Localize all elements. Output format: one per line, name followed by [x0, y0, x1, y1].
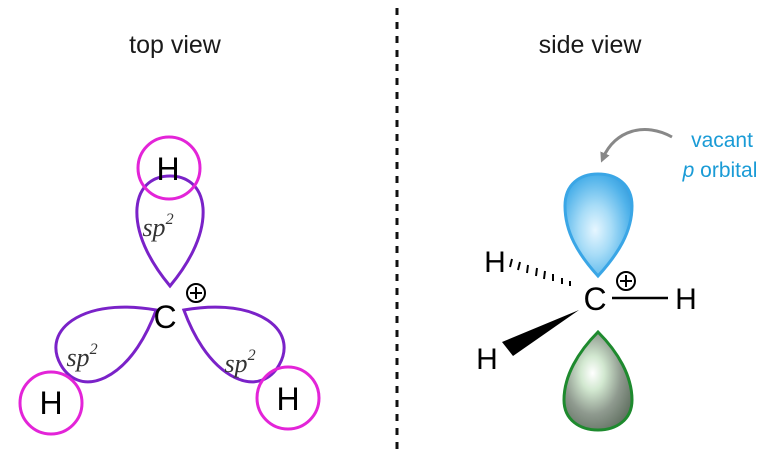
- side-view-carbon: C: [583, 281, 606, 317]
- pointer-arrow-icon: [600, 128, 673, 163]
- top-view-h-top: H: [156, 151, 179, 187]
- h-circle-top: [136, 135, 202, 201]
- p-orbital-upper-lobe: [563, 172, 634, 279]
- top-view-title: top view: [129, 31, 222, 59]
- h-circle-lower-left: [18, 370, 84, 436]
- hashed-bond: [509, 258, 571, 286]
- side-view-h-lower-left: H: [476, 343, 498, 376]
- sp2-orbital-lower-left: [54, 305, 159, 384]
- top-view-plus-charge-icon: [186, 283, 206, 303]
- sp2-label-lower-right: sp2: [224, 347, 255, 378]
- top-view-h-lower-left: H: [39, 385, 62, 421]
- top-view-carbon: C: [153, 299, 176, 335]
- wedge-bond: [502, 310, 579, 356]
- sp2-label-top: sp2: [142, 211, 173, 242]
- sp2-label-lower-left: sp2: [66, 341, 97, 372]
- sp2-orbital-top: [135, 174, 205, 289]
- side-view-title: side view: [539, 31, 643, 59]
- side-view-h-right: H: [675, 283, 697, 316]
- sp2-orbital-lower-right: [181, 305, 286, 384]
- p-orbital-lower-lobe: [562, 329, 634, 432]
- vacant-annotation-line1: vacant: [691, 129, 753, 152]
- vacant-annotation-line2: p orbital: [682, 159, 758, 182]
- side-view-h-upper-left: H: [484, 246, 506, 279]
- h-circle-lower-right: [255, 365, 321, 431]
- top-view-h-lower-right: H: [276, 381, 299, 417]
- side-view-plus-charge-icon: [616, 271, 636, 291]
